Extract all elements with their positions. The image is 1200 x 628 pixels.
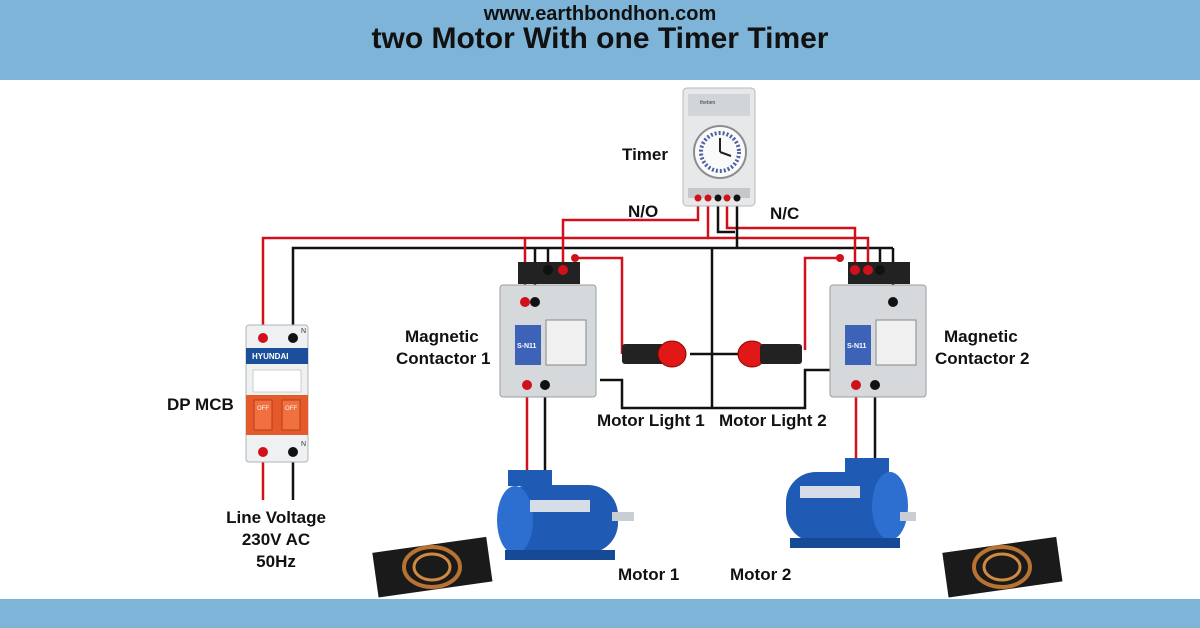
wires: [261, 198, 895, 500]
light1-neutral-wire: [600, 378, 712, 410]
motor-2-label: Motor 2: [730, 565, 791, 584]
contactor-2-model-plate: [845, 325, 871, 365]
contactor-1-device: S-N11: [499, 254, 597, 398]
motor-light-1-label: Motor Light 1: [597, 411, 705, 430]
timer-brand: theben: [700, 100, 716, 106]
mcb-off-left: OFF: [257, 406, 269, 412]
motor-light-2-label: Motor Light 2: [719, 411, 827, 430]
live-bus-c2: [708, 236, 870, 265]
motor-light-1: [622, 340, 687, 368]
header-banner: [0, 0, 1200, 80]
contactor-2-label-line2: Contactor 2: [935, 349, 1029, 368]
mcb-n-bottom: N: [301, 441, 306, 448]
no-label: N/O: [628, 202, 658, 221]
motor-2-device: [786, 458, 916, 548]
winding-illustration-right: [942, 536, 1063, 598]
page-title: two Motor With one Timer Timer: [371, 22, 829, 55]
motor-light-2: [737, 340, 802, 368]
wiring-diagram: theben HYUNDAI OFF OFF N N: [167, 87, 1063, 598]
motor-1-label: Motor 1: [618, 565, 679, 584]
contactor-1-label-line1: Magnetic: [405, 327, 479, 346]
line-frequency: 50Hz: [256, 552, 296, 571]
timer-label: Timer: [622, 145, 668, 164]
light1-live-wire: [575, 256, 624, 354]
footer-banner: [0, 599, 1200, 628]
live-bus-timer: [530, 198, 710, 240]
line-voltage-value: 230V AC: [242, 530, 310, 549]
contactor-2-device: S-N11: [829, 254, 927, 398]
mcb-n-top: N: [301, 328, 306, 335]
mcb-brand: HYUNDAI: [252, 352, 288, 361]
dp-mcb-device: HYUNDAI OFF OFF N N: [245, 324, 309, 463]
live-wire-main: [261, 236, 530, 338]
motor-1-device: [497, 470, 634, 560]
line-voltage-label: Line Voltage: [226, 508, 326, 527]
timer-no-wire: [561, 198, 700, 270]
timer-neutral-wire-2: [716, 198, 735, 234]
footer-url[interactable]: www.earthbondhon.com: [483, 3, 717, 25]
timer-device: theben: [682, 87, 756, 207]
nc-label: N/C: [770, 204, 799, 223]
mcb-label: DP MCB: [167, 395, 234, 414]
winding-illustration-left: [372, 536, 493, 598]
contactor-1-label-line2: Contactor 1: [396, 349, 490, 368]
contactor-2-model: S-N11: [847, 343, 867, 350]
contactor-1-model: S-N11: [517, 343, 537, 350]
mcb-off-right: OFF: [285, 406, 297, 412]
timer-nc-wire: [725, 198, 857, 265]
light2-live-wire: [803, 256, 840, 350]
contactor-2-label-line1: Magnetic: [944, 327, 1018, 346]
light2-neutral-wire: [712, 368, 830, 410]
neutral-wire-main: [291, 246, 860, 338]
contactor-1-model-plate: [515, 325, 541, 365]
